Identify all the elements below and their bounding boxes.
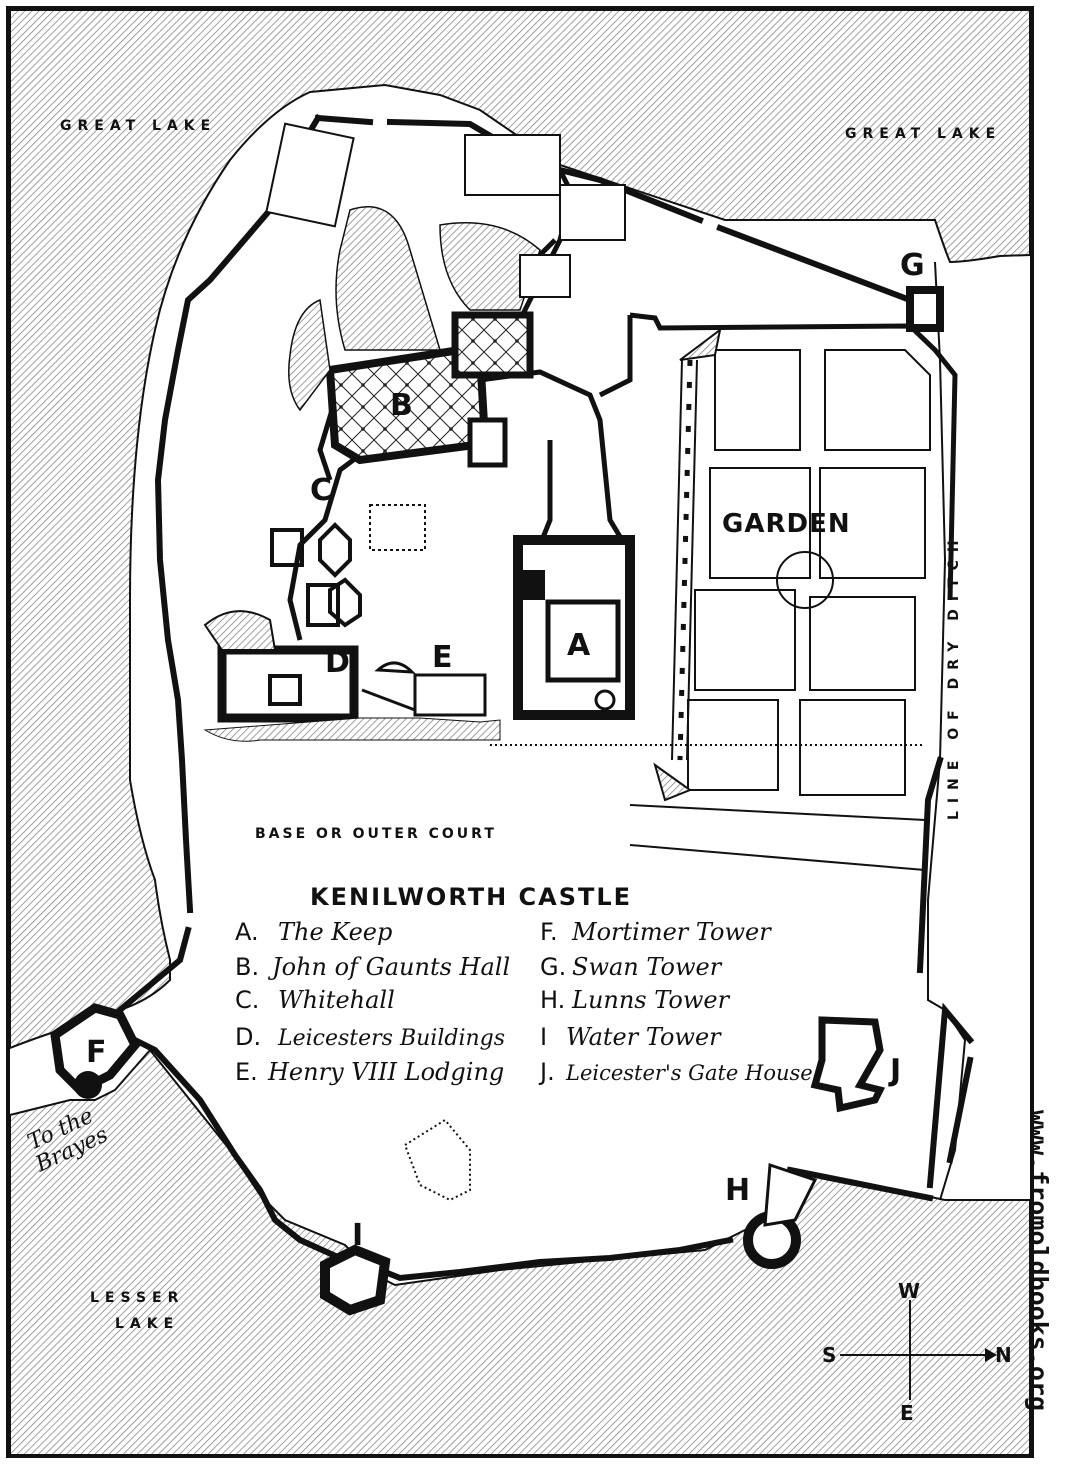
legend-item: D. Leicesters Buildings xyxy=(235,1023,505,1051)
legend-item: E. Henry VIII Lodging xyxy=(235,1058,504,1086)
henry-viii-lodging xyxy=(361,661,487,717)
legend-key: B. xyxy=(235,953,259,981)
legend-key: C. xyxy=(235,986,259,1014)
legend-label: The Keep xyxy=(278,918,392,946)
great-lake-area xyxy=(9,9,1031,1050)
dry-ditch-label: LINE OF DRY DITCH xyxy=(946,532,962,820)
legend-key: F. xyxy=(540,918,558,946)
earthwork-slopes xyxy=(203,206,541,742)
compass-east: E xyxy=(900,1401,914,1425)
plan-letter-g: G xyxy=(900,248,925,283)
legend-key: A. xyxy=(235,918,259,946)
legend-label: John of Gaunts Hall xyxy=(267,953,510,981)
great-lake-right-label: GREAT LAKE xyxy=(845,126,1001,142)
legend-item: C. Whitehall xyxy=(235,986,395,1014)
whitehall-building xyxy=(270,522,362,628)
lesser-lake-label-line1: LESSER xyxy=(90,1290,184,1306)
legend-label: Henry VIII Lodging xyxy=(267,1058,504,1086)
dotted-foundation xyxy=(369,504,426,551)
legend-label: Leicester's Gate House xyxy=(565,1061,813,1085)
map-title: KENILWORTH CASTLE xyxy=(310,883,632,911)
plan-letter-d: D xyxy=(325,645,350,680)
outer-court-label: BASE OR OUTER COURT xyxy=(255,826,497,842)
plan-letter-h: H xyxy=(725,1173,750,1208)
lunns-tower xyxy=(743,1162,818,1269)
north-outbuildings xyxy=(265,122,626,298)
legend-label: Lunns Tower xyxy=(571,986,731,1014)
leicesters-buildings xyxy=(203,610,359,723)
legend-item: F. Mortimer Tower xyxy=(540,918,772,946)
compass-north: N xyxy=(995,1343,1012,1367)
legend-item: G. Swan Tower xyxy=(540,953,723,981)
legend-label: Whitehall xyxy=(278,986,395,1014)
legend-key: J. xyxy=(538,1058,555,1086)
water-areas xyxy=(9,9,1031,1456)
leicesters-gate-house xyxy=(810,1016,886,1113)
legend-item: A. The Keep xyxy=(235,918,392,946)
legend-label: Leicesters Buildings xyxy=(277,1026,505,1051)
legend-key: G. xyxy=(540,953,566,981)
plan-letter-e: E xyxy=(432,640,453,675)
dotted-shield-outline xyxy=(403,1118,471,1202)
legend-label: Mortimer Tower xyxy=(571,918,772,946)
compass-rose: N S W E xyxy=(822,1279,1012,1425)
legend-item: B. John of Gaunts Hall xyxy=(235,953,510,981)
swan-tower xyxy=(906,286,944,332)
mortimer-tower xyxy=(50,1003,141,1099)
water-tower xyxy=(320,1244,391,1316)
legend-label: Swan Tower xyxy=(572,953,723,981)
arrow-right-icon xyxy=(985,1348,997,1362)
plan-letter-a: A xyxy=(567,628,591,663)
compass-south: S xyxy=(822,1343,836,1367)
legend-label: Water Tower xyxy=(566,1023,722,1051)
garden-plot xyxy=(629,327,931,871)
great-lake-left-label: GREAT LAKE xyxy=(60,118,216,134)
plan-letter-b: B xyxy=(390,388,413,423)
plan-letter-j: J xyxy=(888,1053,901,1088)
legend-item: H. Lunns Tower xyxy=(540,986,731,1014)
plan-letter-i: I xyxy=(352,1218,363,1253)
legend-key: I xyxy=(540,1023,547,1051)
plan-letter-f: F xyxy=(86,1035,107,1070)
plan-letter-c: C xyxy=(310,473,332,508)
compass-west: W xyxy=(898,1279,920,1303)
legend-item: I Water Tower xyxy=(540,1023,722,1051)
legend-key: H. xyxy=(540,986,565,1014)
legend: A. The Keep B. John of Gaunts Hall C. Wh… xyxy=(235,918,813,1086)
john-of-gaunts-hall xyxy=(325,311,534,468)
garden-label: GARDEN xyxy=(722,509,851,539)
the-keep xyxy=(513,535,635,720)
legend-key: E. xyxy=(235,1058,258,1086)
legend-item: J. Leicester's Gate House xyxy=(538,1058,813,1086)
lesser-lake-label-line2: LAKE xyxy=(115,1316,179,1332)
watermark: www.fromoldbooks.org xyxy=(1024,1110,1053,1411)
legend-key: D. xyxy=(235,1023,261,1051)
